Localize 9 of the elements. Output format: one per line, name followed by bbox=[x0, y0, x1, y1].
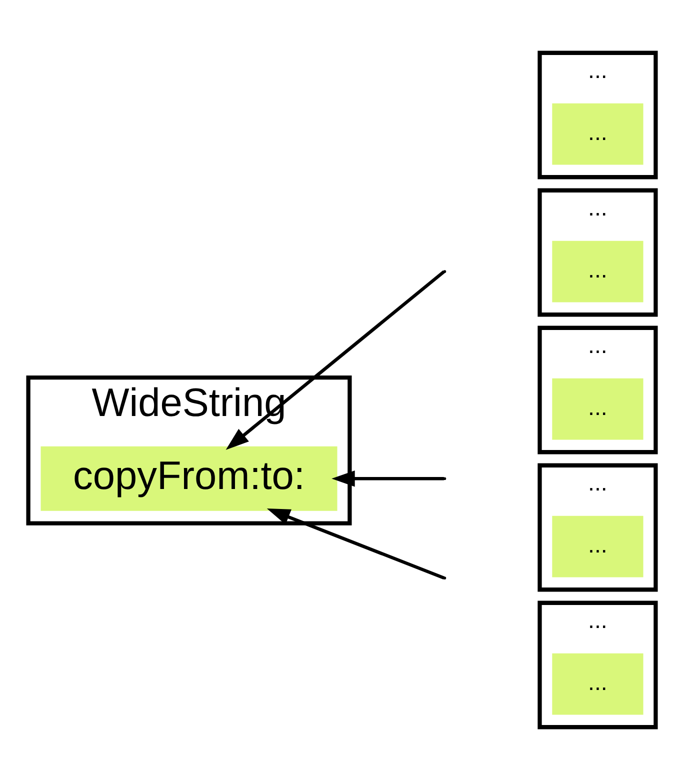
arrow bbox=[226, 270, 446, 450]
arrow bbox=[266, 508, 445, 580]
node-box: ... bbox=[552, 102, 644, 164]
arrow bbox=[332, 470, 444, 486]
node-box: ... bbox=[552, 378, 644, 440]
node-box: ... bbox=[552, 240, 644, 302]
node-box: copyFrom:to: bbox=[40, 446, 338, 510]
node-box: ... bbox=[552, 515, 644, 577]
node-box: ... bbox=[552, 652, 644, 714]
